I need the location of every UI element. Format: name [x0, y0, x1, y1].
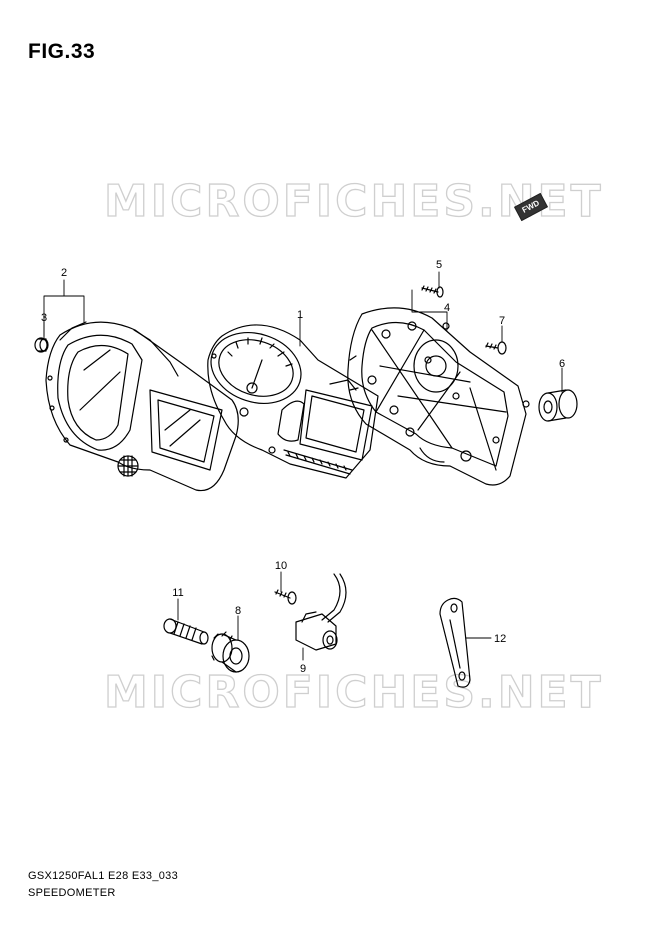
part-7-screw[interactable] [485, 341, 507, 355]
part-12-bracket[interactable] [439, 597, 471, 688]
ref-number-1: 1 [297, 309, 303, 321]
part-6-cushion[interactable] [538, 389, 578, 422]
figure-name: SPEEDOMETER [28, 887, 116, 899]
ref-number-7: 7 [499, 315, 505, 327]
ref-number-4: 4 [444, 302, 450, 314]
part-2-front-cover[interactable] [45, 321, 239, 492]
reference-numbers: 2 3 1 5 4 7 6 10 11 8 9 12 [41, 259, 565, 675]
ref-number-8: 8 [235, 605, 241, 617]
ref-number-9: 9 [300, 663, 306, 675]
part-9-speed-sensor[interactable] [295, 573, 347, 651]
ref-number-3: 3 [41, 312, 47, 324]
ref-number-11: 11 [172, 587, 183, 599]
ref-number-2: 2 [61, 267, 67, 279]
ref-number-6: 6 [559, 358, 565, 370]
ref-number-10: 10 [275, 560, 287, 572]
part-3-grommet[interactable] [34, 337, 49, 353]
part-1-meter-assembly[interactable] [202, 321, 379, 479]
part-11-bolt[interactable] [163, 618, 209, 645]
figure-title: FIG.33 [28, 40, 96, 63]
watermark-bottom: MICROFICHES.NET [103, 666, 604, 718]
model-code: GSX1250FAL1 E28 E33_033 [28, 870, 179, 882]
part-8-gear[interactable] [211, 631, 250, 673]
ref-number-5: 5 [436, 259, 442, 271]
part-4-meter-case[interactable] [347, 307, 530, 486]
part-5-screw[interactable] [421, 285, 444, 298]
watermark-top: MICROFICHES.NET [103, 175, 604, 227]
ref-number-12: 12 [494, 633, 506, 645]
part-10-screw[interactable] [274, 589, 297, 605]
leader-lines [43, 271, 563, 661]
